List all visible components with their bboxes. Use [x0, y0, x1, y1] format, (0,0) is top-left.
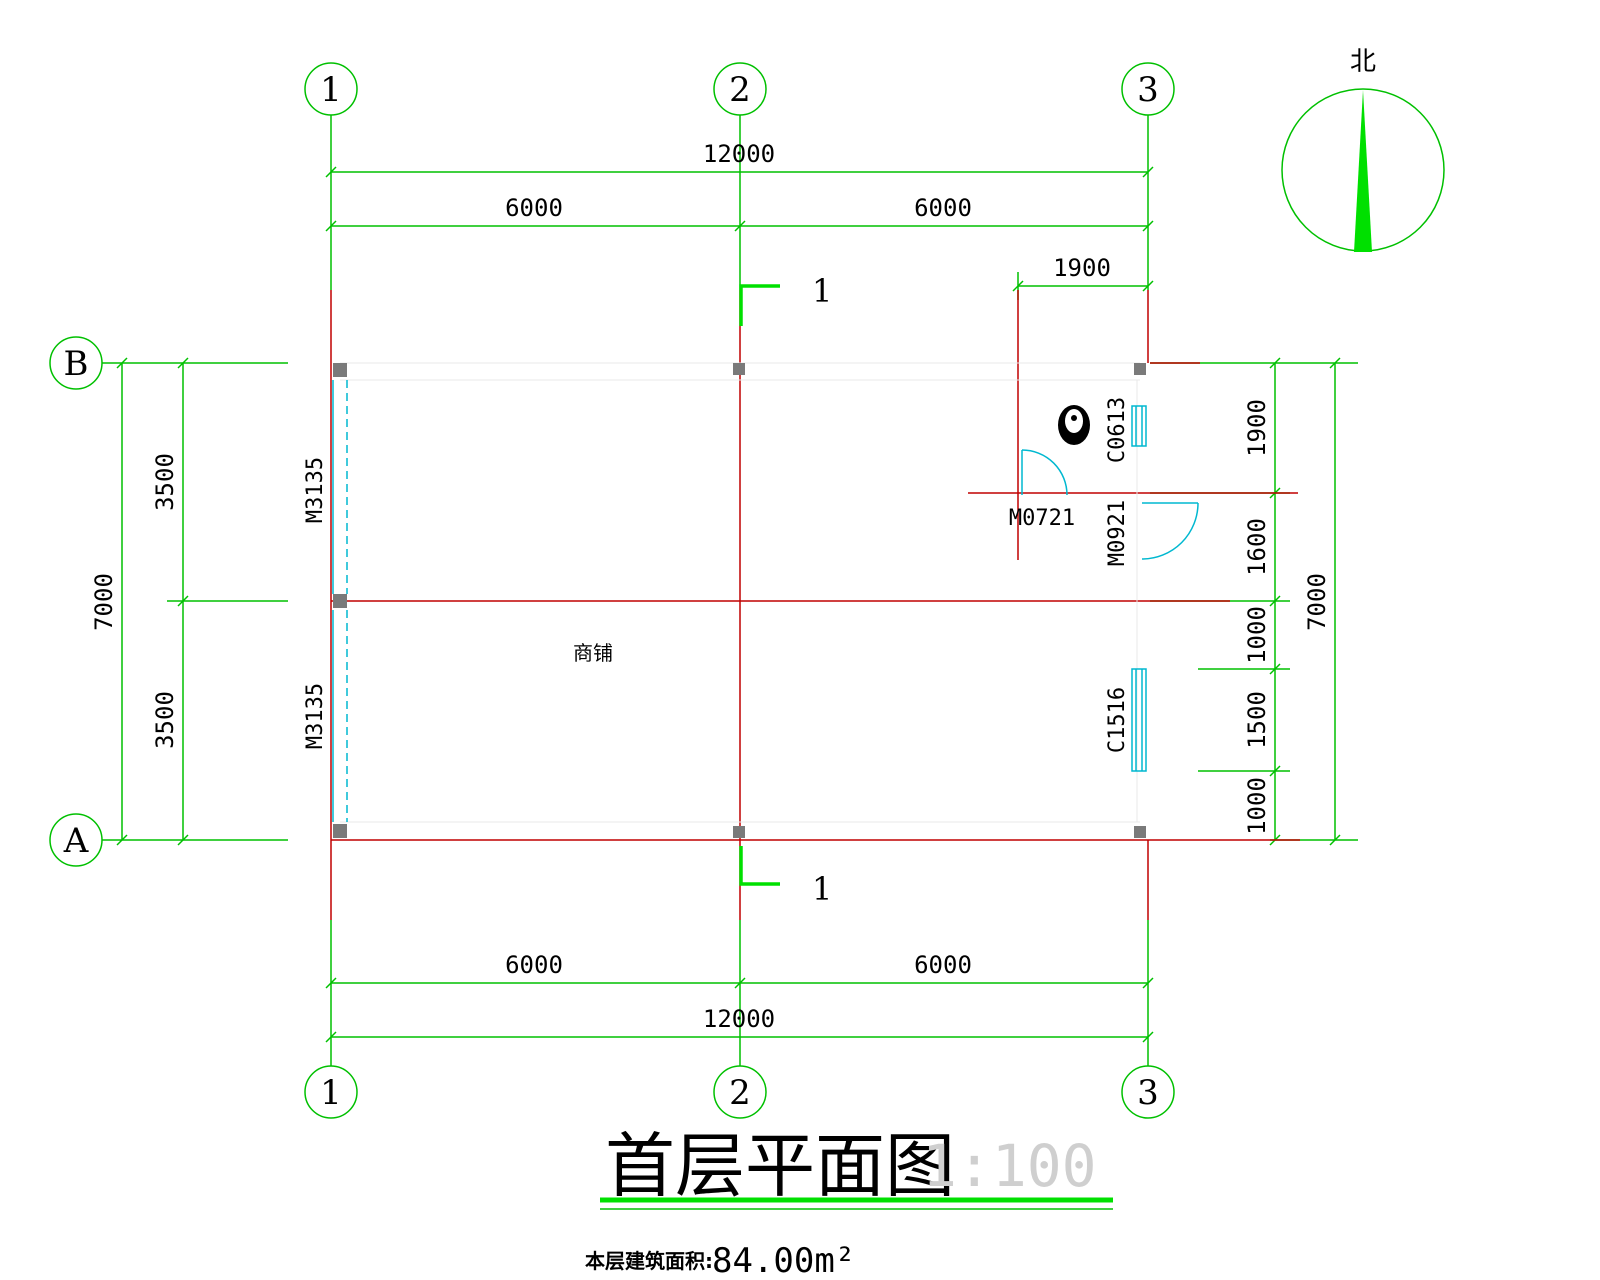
- window-c1516: [1131, 668, 1147, 772]
- top-dimension-small: 1900: [1053, 254, 1111, 282]
- axis-label-1-top: 1: [320, 70, 342, 110]
- door-tag-left-top: M3135: [303, 457, 328, 523]
- title-underline: [600, 1197, 1113, 1210]
- section-marker-bottom: [739, 846, 780, 886]
- door-m0721-swing: [1021, 449, 1068, 496]
- door-m0921-swing: [1141, 502, 1199, 560]
- top-dimension-lines: [325, 166, 1154, 300]
- drawing-title: 首层平面图: [605, 1125, 955, 1207]
- axis-label-b: B: [64, 344, 89, 384]
- axis-label-1-bottom: 1: [320, 1073, 342, 1113]
- right-dimension-1: 1900: [1243, 399, 1271, 457]
- area-label: 本层建筑面积:: [585, 1249, 713, 1273]
- right-dimension-3: 1000: [1243, 606, 1271, 664]
- room-label: 商铺: [573, 641, 613, 665]
- section-marker-top: [739, 284, 780, 326]
- columns: [333, 363, 1146, 838]
- door-tag-m0721: M0721: [1009, 506, 1075, 531]
- north-label: 北: [1350, 47, 1376, 77]
- wall-lines: [330, 290, 1300, 920]
- window-tag-c0613: C0613: [1105, 397, 1130, 463]
- top-dimension-right: 6000: [914, 194, 972, 222]
- right-dimension-5: 1000: [1243, 777, 1271, 835]
- window-tag-c1516: C1516: [1105, 687, 1130, 753]
- bottom-dimension-left: 6000: [505, 951, 563, 979]
- axis-label-3-top: 3: [1137, 70, 1159, 110]
- section-label-top: 1: [812, 272, 832, 310]
- axis-label-a: A: [63, 821, 89, 861]
- left-dimension-lower: 3500: [151, 691, 179, 749]
- door-tag-m0921: M0921: [1105, 500, 1130, 566]
- window-c0613: [1131, 405, 1147, 447]
- axis-label-2-bottom: 2: [729, 1073, 751, 1113]
- door-tag-left-bottom: M3135: [303, 683, 328, 749]
- toilet-icon: [1058, 405, 1090, 445]
- drawing-scale: 1:100: [922, 1132, 1097, 1200]
- right-total-dimension: 7000: [1303, 573, 1331, 631]
- bottom-dimension-lines: [325, 977, 1154, 1043]
- axis-grid-lines: [102, 115, 1358, 1066]
- axis-label-2-top: 2: [729, 70, 751, 110]
- section-label-bottom: 1: [812, 870, 832, 908]
- axis-label-3-bottom: 3: [1137, 1073, 1159, 1113]
- left-total-dimension: 7000: [90, 573, 118, 631]
- bottom-total-dimension: 12000: [703, 1005, 775, 1033]
- left-doors: [332, 380, 348, 822]
- left-dimension-upper: 3500: [151, 453, 179, 511]
- top-total-dimension: 12000: [703, 140, 775, 168]
- north-arrow-icon: [1281, 88, 1445, 252]
- bottom-dimension-right: 6000: [914, 951, 972, 979]
- top-dimension-left: 6000: [505, 194, 563, 222]
- left-dimension-lines: [116, 357, 189, 846]
- right-dimension-2: 1600: [1243, 518, 1271, 576]
- right-dimension-4: 1500: [1243, 691, 1271, 749]
- axis-bubbles-outline: [49, 62, 1175, 1119]
- area-value: 84.00m²: [712, 1241, 855, 1280]
